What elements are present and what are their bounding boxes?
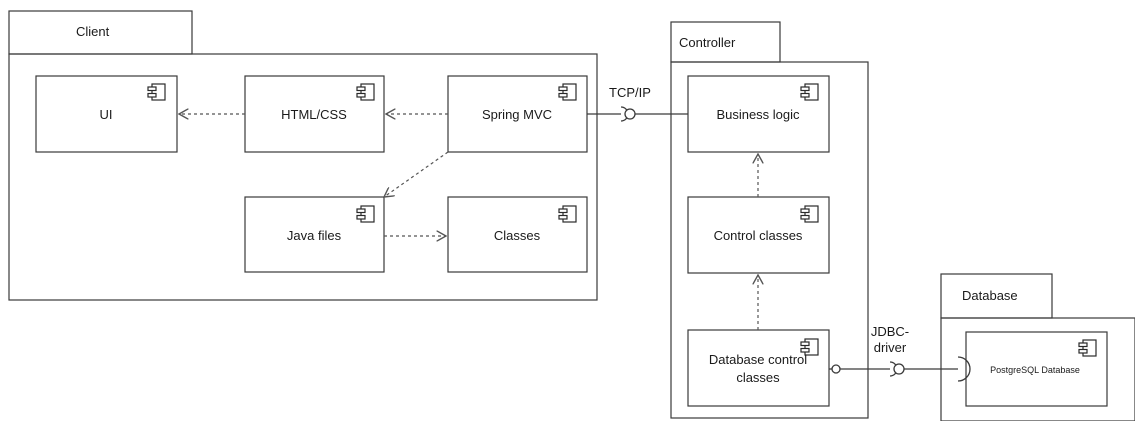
spring-mvc-component: Spring MVC — [447, 75, 588, 153]
java-files-label: Java files — [287, 228, 342, 243]
required-interface-socket — [957, 356, 971, 382]
provided-interface-lollipop — [893, 363, 905, 375]
controller-package-label: Controller — [679, 35, 736, 50]
controller-package: Controller — [670, 21, 869, 419]
database-control-label-line1: Database control — [709, 352, 807, 367]
ui-label: UI — [100, 107, 113, 122]
provided-interface-lollipop — [624, 108, 636, 120]
spring-mvc-label: Spring MVC — [482, 107, 552, 122]
control-classes-label: Control classes — [714, 228, 803, 243]
database-control-label-line2: classes — [736, 370, 780, 385]
ui-component: UI — [35, 75, 178, 153]
dependency-arrow-spring-to-javafiles — [384, 151, 449, 197]
tcp-ip-interface: TCP/IP — [587, 85, 688, 122]
postgresql-component: PostgreSQL Database — [965, 331, 1108, 407]
control-classes-component: Control classes — [687, 196, 830, 274]
jdbc-driver-interface: JDBC- driver — [829, 324, 971, 382]
postgresql-label: PostgreSQL Database — [990, 365, 1080, 375]
classes-label: Classes — [494, 228, 541, 243]
business-logic-label: Business logic — [716, 107, 800, 122]
html-css-label: HTML/CSS — [281, 107, 347, 122]
jdbc-label-line1: JDBC- — [871, 324, 909, 339]
classes-component: Classes — [447, 196, 588, 273]
client-package: Client — [8, 10, 598, 301]
html-css-component: HTML/CSS — [244, 75, 385, 153]
java-files-component: Java files — [244, 196, 385, 273]
database-control-classes-component: Database control classes — [687, 329, 830, 407]
jdbc-label-line2: driver — [874, 340, 907, 355]
database-package-label: Database — [962, 288, 1018, 303]
tcp-ip-label: TCP/IP — [609, 85, 651, 100]
business-logic-component: Business logic — [687, 75, 830, 153]
client-package-label: Client — [76, 24, 110, 39]
provided-interface-lollipop — [831, 364, 841, 374]
